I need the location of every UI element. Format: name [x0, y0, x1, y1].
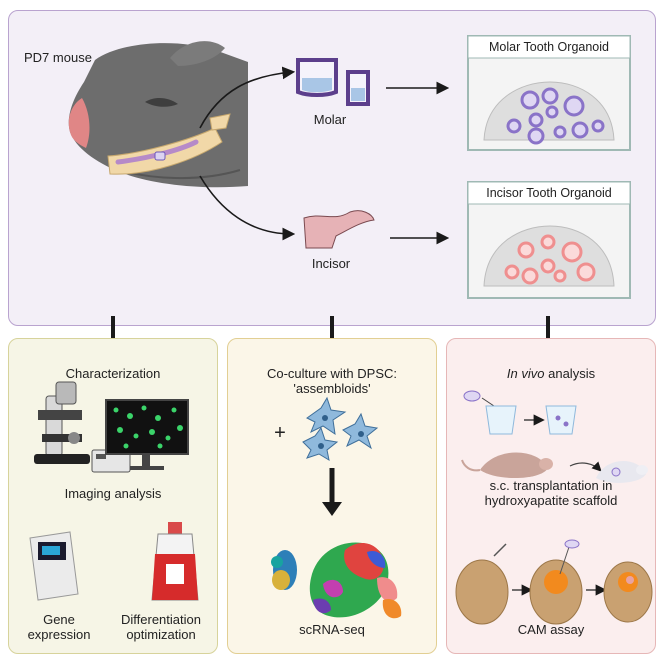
in-vivo-title-rest: analysis: [544, 366, 596, 381]
microscope-icon: [34, 381, 90, 464]
plus-sign: +: [274, 422, 286, 444]
scaffold-icon: [463, 390, 577, 435]
source-label: PD7 mouse: [24, 50, 92, 65]
cam-assay-label: CAM assay: [517, 622, 585, 637]
dpsc-nuclei: [318, 415, 364, 449]
differentiation-label: Differentiation optimization: [121, 612, 201, 642]
characterization-title: Characterization: [65, 366, 161, 381]
characterization-panel: [8, 338, 218, 654]
molar-tooth-icon: [296, 58, 370, 106]
mouse-head-icon: [68, 41, 249, 188]
incisor-organoid-title: Incisor Tooth Organoid: [486, 186, 612, 200]
panel3-graphics: [455, 390, 653, 625]
molar-curve-arrow: [199, 66, 296, 129]
in-vivo-title-italic: In vivo: [506, 366, 545, 381]
gene-expression-label: Gene expression: [27, 612, 91, 642]
incisor-curve-arrow: [199, 175, 296, 241]
scrna-down-arrow: [322, 468, 342, 516]
panel2-graphics: [271, 396, 402, 619]
qpcr-machine-icon: [29, 531, 79, 601]
dpsc-cell-icon: [302, 396, 379, 462]
assembloid-title: Co-culture with DPSC: 'assembloids': [266, 366, 398, 396]
molar-petri-dish-icon: [467, 35, 631, 151]
molar-label: Molar: [313, 112, 347, 127]
incisor-petri-dish-icon: [467, 181, 631, 299]
umap-plot-icon: [271, 542, 402, 619]
in-vivo-title: In vivo analysis: [446, 366, 656, 381]
incisor-label: Incisor: [311, 256, 351, 271]
molar-organoid-title: Molar Tooth Organoid: [489, 40, 609, 54]
culture-flask-icon: [151, 522, 199, 601]
mouse-icon: [461, 452, 648, 483]
egg-icon: [455, 539, 653, 625]
imaging-label: Imaging analysis: [64, 486, 162, 501]
transplant-label: s.c. transplantation in hydroxyapatite s…: [484, 478, 618, 508]
panel1-graphics: [29, 381, 199, 601]
scrna-label: scRNA-seq: [299, 622, 365, 637]
incisor-tooth-icon: [303, 210, 375, 249]
fluorescence-monitor-icon: [105, 399, 189, 470]
